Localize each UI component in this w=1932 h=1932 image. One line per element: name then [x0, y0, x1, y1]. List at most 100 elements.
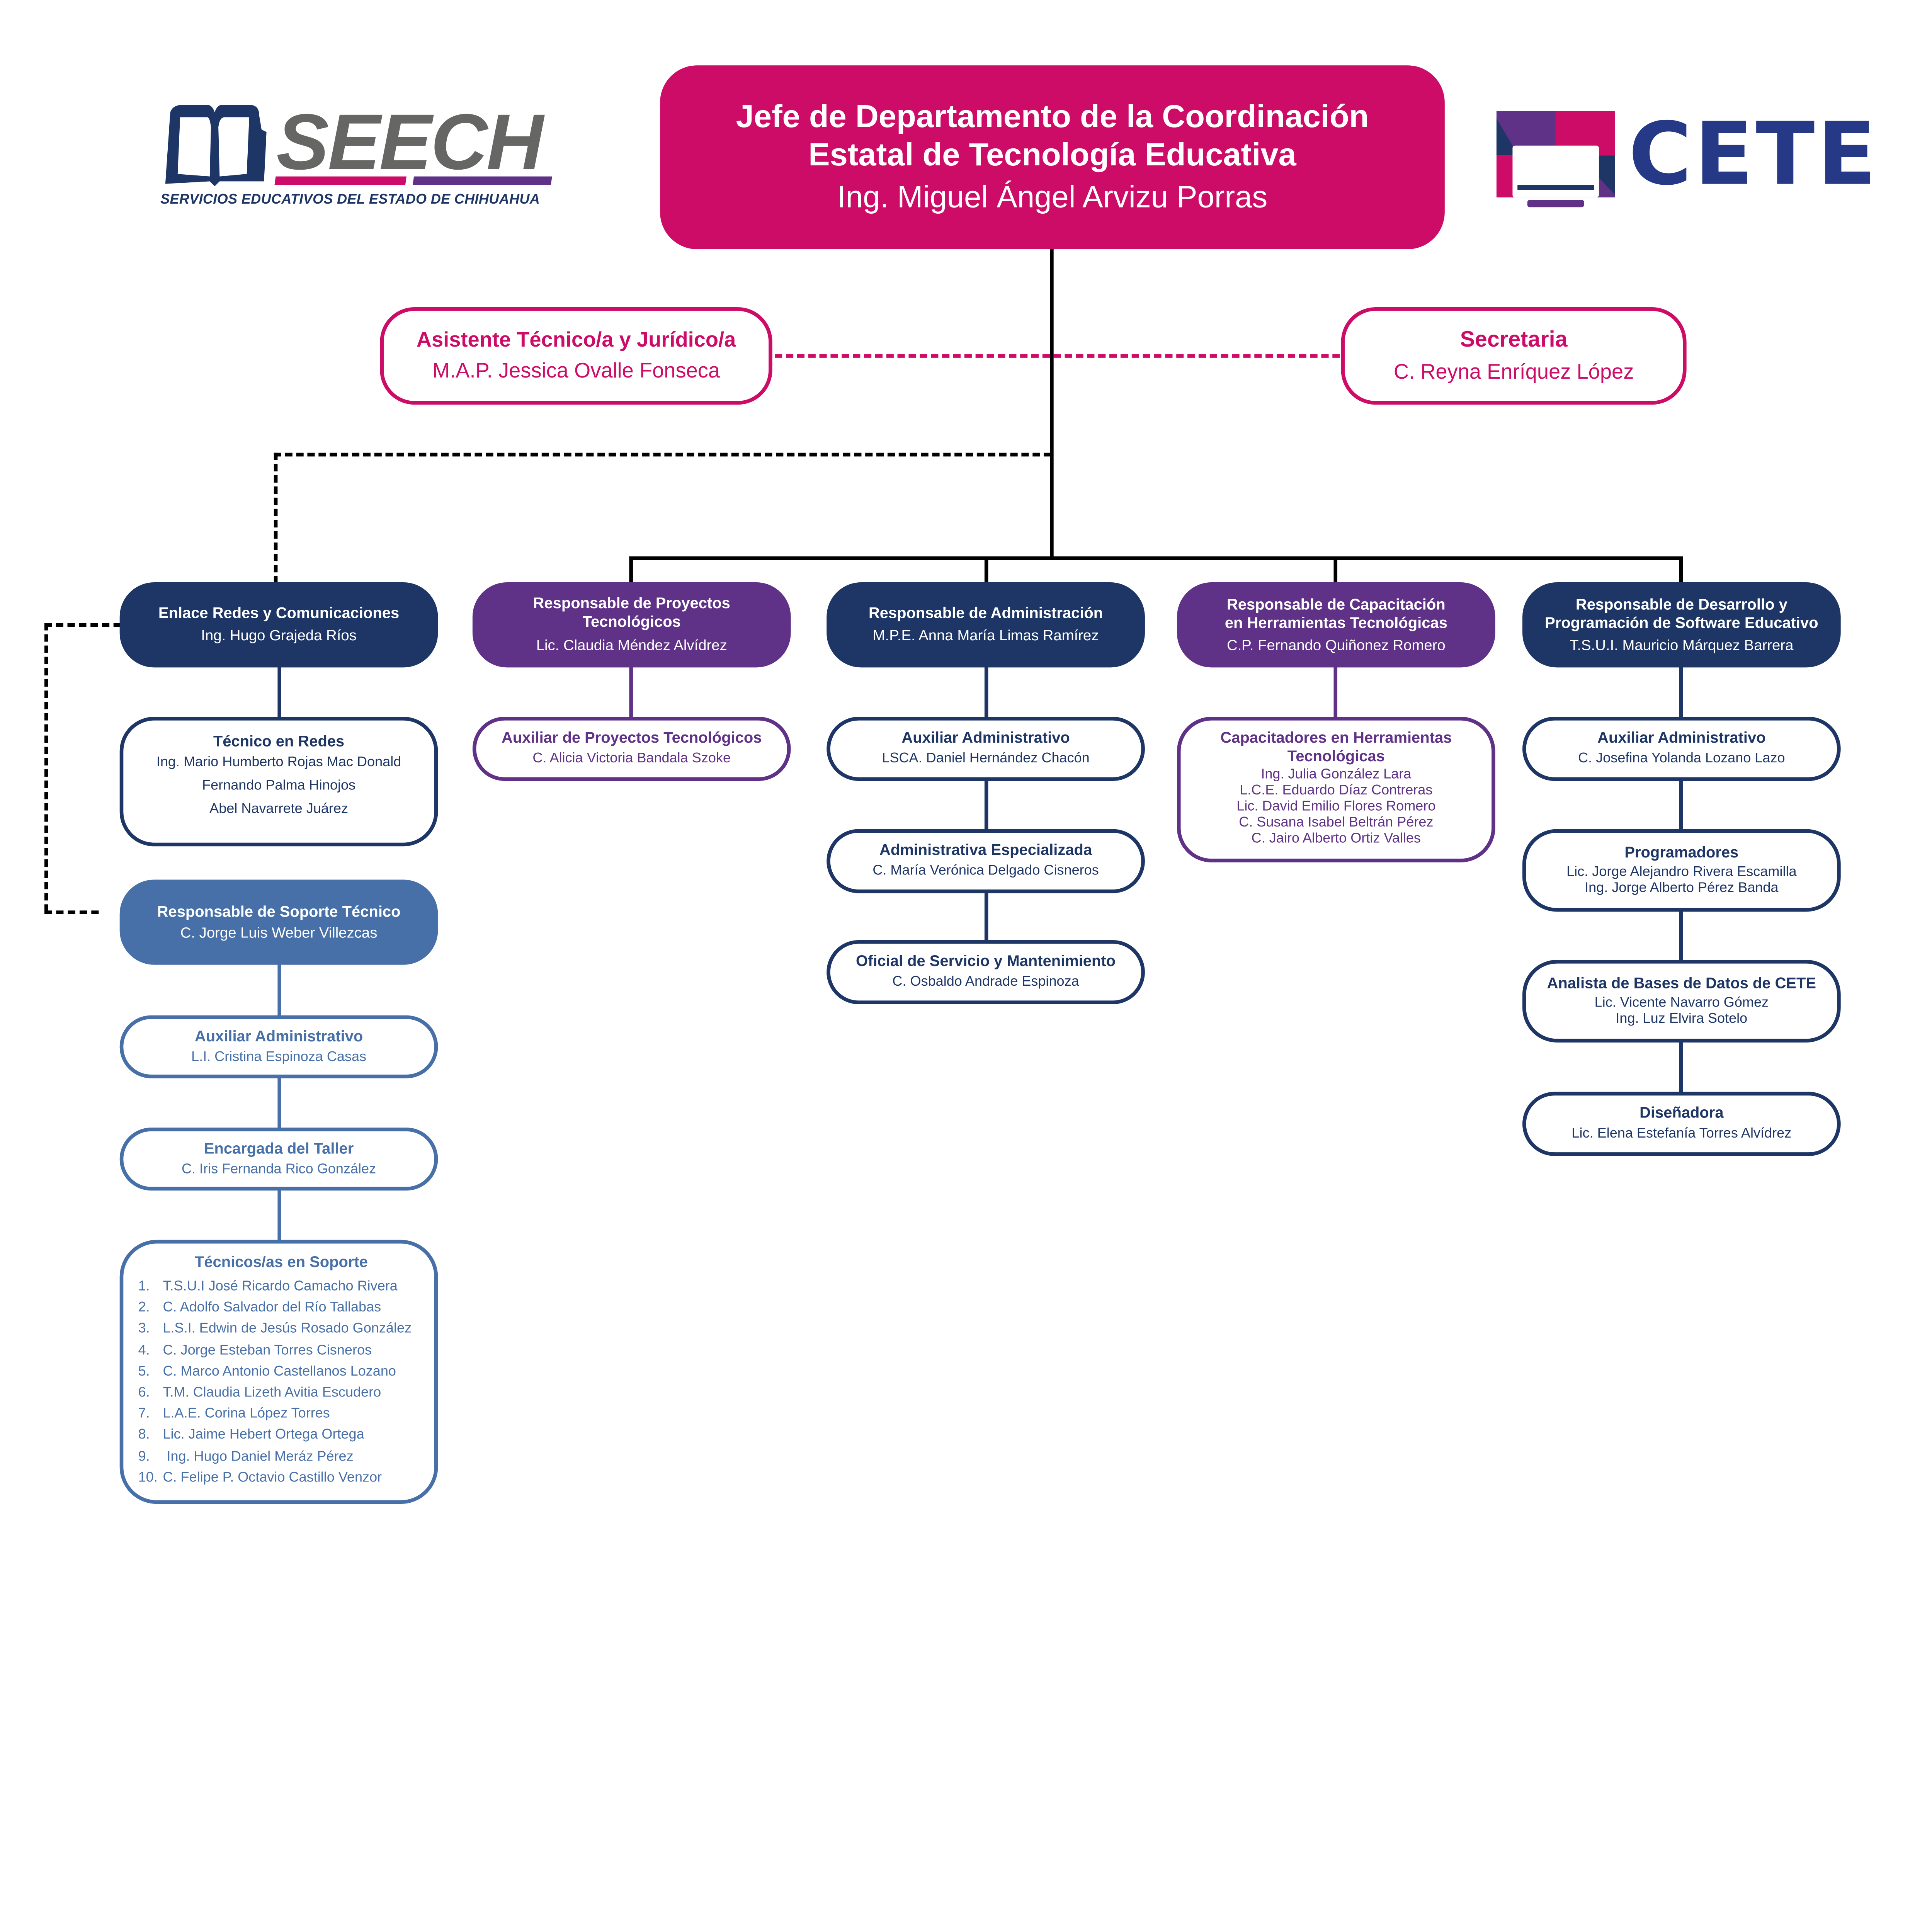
node-redes[interactable]: Enlace Redes y Comunicaciones Ing. Hugo …: [119, 582, 438, 668]
node-tecnico-redes[interactable]: Técnico en Redes Ing. Mario Humberto Roj…: [119, 717, 438, 847]
admin-auxiliar-name: LSCA. Daniel Hernández Chacón: [882, 752, 1090, 767]
node-programadores[interactable]: Programadores Lic. Jorge Alejandro River…: [1522, 829, 1841, 912]
connector-drop-capacitacion: [1333, 556, 1338, 584]
analista-bd-member: Ing. Luz Elvira Sotelo: [1616, 1012, 1748, 1027]
technician-name: C. Felipe P. Octavio Castillo Venzor: [163, 1470, 382, 1485]
disenadora-member: Lic. Elena Estefanía Torres Alvídrez: [1571, 1127, 1792, 1142]
desarrollo-auxiliar-title: Auxiliar Administrativo: [1597, 730, 1766, 747]
proyectos-auxiliar-title: Auxiliar de Proyectos Tecnológicos: [501, 730, 762, 747]
node-head[interactable]: Jefe de Departamento de la Coordinación …: [660, 65, 1445, 249]
node-soporte-tecnicos[interactable]: Técnicos/as en Soporte 1.T.S.U.I José Ri…: [119, 1240, 438, 1504]
capacitacion-title-line1: Responsable de Capacitación: [1227, 595, 1446, 613]
connector-admin-1: [984, 666, 988, 718]
technician-name: L.S.I. Edwin de Jesús Rosado González: [163, 1321, 412, 1337]
connector-drop-administracion: [984, 556, 988, 584]
technician-name: Ing. Hugo Daniel Meráz Pérez: [163, 1449, 354, 1464]
admin-auxiliar-title: Auxiliar Administrativo: [901, 730, 1070, 747]
seech-wordmark: SEECH: [276, 97, 543, 187]
node-analista-bd[interactable]: Analista de Bases de Datos de CETE Lic. …: [1522, 960, 1841, 1043]
technician-number: 9.: [138, 1449, 150, 1464]
tecnico-redes-member: Ing. Mario Humberto Rojas Mac Donald: [156, 755, 401, 770]
technician-name: C. Marco Antonio Castellanos Lozano: [163, 1364, 396, 1379]
technician-item: 7.L.A.E. Corina López Torres: [138, 1404, 425, 1425]
capacitadores-member: C. Jairo Alberto Ortiz Valles: [1251, 831, 1421, 847]
seech-bar-pink: [274, 176, 407, 185]
technician-number: 1.: [138, 1279, 150, 1294]
desarrollo-name: T.S.U.I. Mauricio Márquez Barrera: [1570, 636, 1794, 653]
head-title-line2: Estatal de Tecnología Educativa: [808, 135, 1296, 173]
technician-number: 8.: [138, 1428, 150, 1443]
node-desarrollo-auxiliar[interactable]: Auxiliar Administrativo C. Josefina Yola…: [1522, 717, 1841, 781]
technician-number: 10.: [138, 1470, 158, 1485]
proyectos-name: Lic. Claudia Méndez Alvídrez: [536, 636, 727, 654]
node-soporte[interactable]: Responsable de Soporte Técnico C. Jorge …: [119, 879, 438, 965]
node-admin-auxiliar[interactable]: Auxiliar Administrativo LSCA. Daniel Her…: [827, 717, 1145, 781]
connector-admin-3: [984, 891, 988, 943]
technician-name: T.S.U.I José Ricardo Camacho Rivera: [163, 1279, 398, 1294]
technician-item: 2.C. Adolfo Salvador del Río Tallabas: [138, 1298, 425, 1320]
connector-proyectos-child: [629, 666, 633, 718]
tecnico-redes-member: Abel Navarrete Juárez: [209, 802, 349, 817]
technician-name: L.A.E. Corina López Torres: [163, 1406, 330, 1422]
admin-especializada-name: C. María Verónica Delgado Cisneros: [872, 864, 1099, 879]
tecnico-redes-member: Fernando Palma Hinojos: [202, 779, 356, 794]
admin-especializada-title: Administrativa Especializada: [879, 842, 1092, 859]
redes-title: Enlace Redes y Comunicaciones: [158, 604, 400, 622]
technician-item: 3.L.S.I. Edwin de Jesús Rosado González: [138, 1319, 425, 1340]
node-administracion[interactable]: Responsable de Administración M.P.E. Ann…: [827, 582, 1145, 668]
head-title-line1: Jefe de Departamento de la Coordinación: [736, 97, 1369, 134]
node-assistant[interactable]: Asistente Técnico/a y Jurídico/a M.A.P. …: [380, 307, 772, 405]
node-disenadora[interactable]: Diseñadora Lic. Elena Estefanía Torres A…: [1522, 1092, 1841, 1156]
programadores-member: Ing. Jorge Alberto Pérez Banda: [1585, 881, 1779, 896]
admin-oficial-title: Oficial de Servicio y Mantenimiento: [856, 953, 1116, 970]
cete-wordmark: CETE: [1628, 104, 1879, 205]
org-chart: SEECH SERVICIOS EDUCATIVOS DEL ESTADO DE…: [44, 65, 1903, 1504]
capacitadores-member: C. Susana Isabel Beltrán Pérez: [1239, 815, 1434, 830]
redes-name: Ing. Hugo Grajeda Ríos: [201, 626, 357, 644]
node-proyectos-auxiliar[interactable]: Auxiliar de Proyectos Tecnológicos C. Al…: [472, 717, 791, 781]
node-proyectos[interactable]: Responsable de Proyectos Tecnológicos Li…: [472, 582, 791, 668]
node-desarrollo[interactable]: Responsable de Desarrollo y Programación…: [1522, 582, 1841, 668]
programadores-member: Lic. Jorge Alejandro Rivera Escamilla: [1566, 865, 1797, 880]
connector-soporte-2: [277, 1077, 281, 1129]
proyectos-auxiliar-name: C. Alicia Victoria Bandala Szoke: [532, 752, 731, 767]
connector-drop-proyectos: [629, 556, 633, 584]
node-capacitadores[interactable]: Capacitadores en Herramientas Tecnológic…: [1177, 717, 1495, 862]
admin-oficial-name: C. Osbaldo Andrade Espinoza: [892, 975, 1079, 990]
node-secretary[interactable]: Secretaria C. Reyna Enríquez López: [1341, 307, 1687, 405]
technician-name: C. Jorge Esteban Torres Cisneros: [163, 1343, 372, 1358]
seech-logo: SEECH SERVICIOS EDUCATIVOS DEL ESTADO DE…: [158, 97, 565, 216]
connector-dashed-soporte-v: [44, 623, 48, 912]
soporte-taller-name: C. Iris Fernanda Rico González: [181, 1162, 376, 1177]
technician-name: Lic. Jaime Hebert Ortega Ortega: [163, 1428, 364, 1443]
assistant-title: Asistente Técnico/a y Jurídico/a: [416, 328, 736, 351]
soporte-auxiliar-title: Auxiliar Administrativo: [194, 1027, 363, 1045]
connector-soporte-1: [277, 963, 281, 1017]
technician-item: 1. T.S.U.I José Ricardo Camacho Rivera: [138, 1277, 425, 1298]
technician-item: 5.C. Marco Antonio Castellanos Lozano: [138, 1362, 425, 1383]
connector-dashed-redes-h: [274, 452, 1051, 457]
node-soporte-auxiliar[interactable]: Auxiliar Administrativo L.I. Cristina Es…: [119, 1015, 438, 1078]
node-admin-oficial[interactable]: Oficial de Servicio y Mantenimiento C. O…: [827, 940, 1145, 1004]
node-soporte-taller[interactable]: Encargada del Taller C. Iris Fernanda Ri…: [119, 1128, 438, 1191]
technician-number: 6.: [138, 1385, 150, 1400]
technician-number: 2.: [138, 1300, 150, 1316]
technician-item: 8. Lic. Jaime Hebert Ortega Ortega: [138, 1425, 425, 1447]
node-capacitacion[interactable]: Responsable de Capacitación en Herramien…: [1177, 582, 1495, 668]
connector-desarrollo-4: [1679, 1041, 1683, 1093]
soporte-title: Responsable de Soporte Técnico: [157, 902, 401, 920]
connector-staff-dashed: [775, 354, 1340, 358]
analista-bd-title: Analista de Bases de Datos de CETE: [1547, 975, 1816, 992]
soporte-taller-title: Encargada del Taller: [204, 1139, 354, 1157]
desarrollo-title-line2: Programación de Software Educativo: [1545, 614, 1818, 631]
desarrollo-title-line1: Responsable de Desarrollo y: [1575, 595, 1787, 613]
assistant-name: M.A.P. Jessica Ovalle Fonseca: [432, 359, 720, 383]
technician-item: 9. Ing. Hugo Daniel Meráz Pérez: [138, 1447, 425, 1468]
capacitadores-member: Lic. David Emilio Flores Romero: [1236, 799, 1436, 815]
node-admin-especializada[interactable]: Administrativa Especializada C. María Ve…: [827, 829, 1145, 893]
technician-number: 4.: [138, 1343, 150, 1358]
connector-drop-desarrollo: [1679, 556, 1683, 584]
soporte-name: C. Jorge Luis Weber Villezcas: [180, 923, 378, 941]
cete-logo: CETE: [1495, 109, 1903, 207]
